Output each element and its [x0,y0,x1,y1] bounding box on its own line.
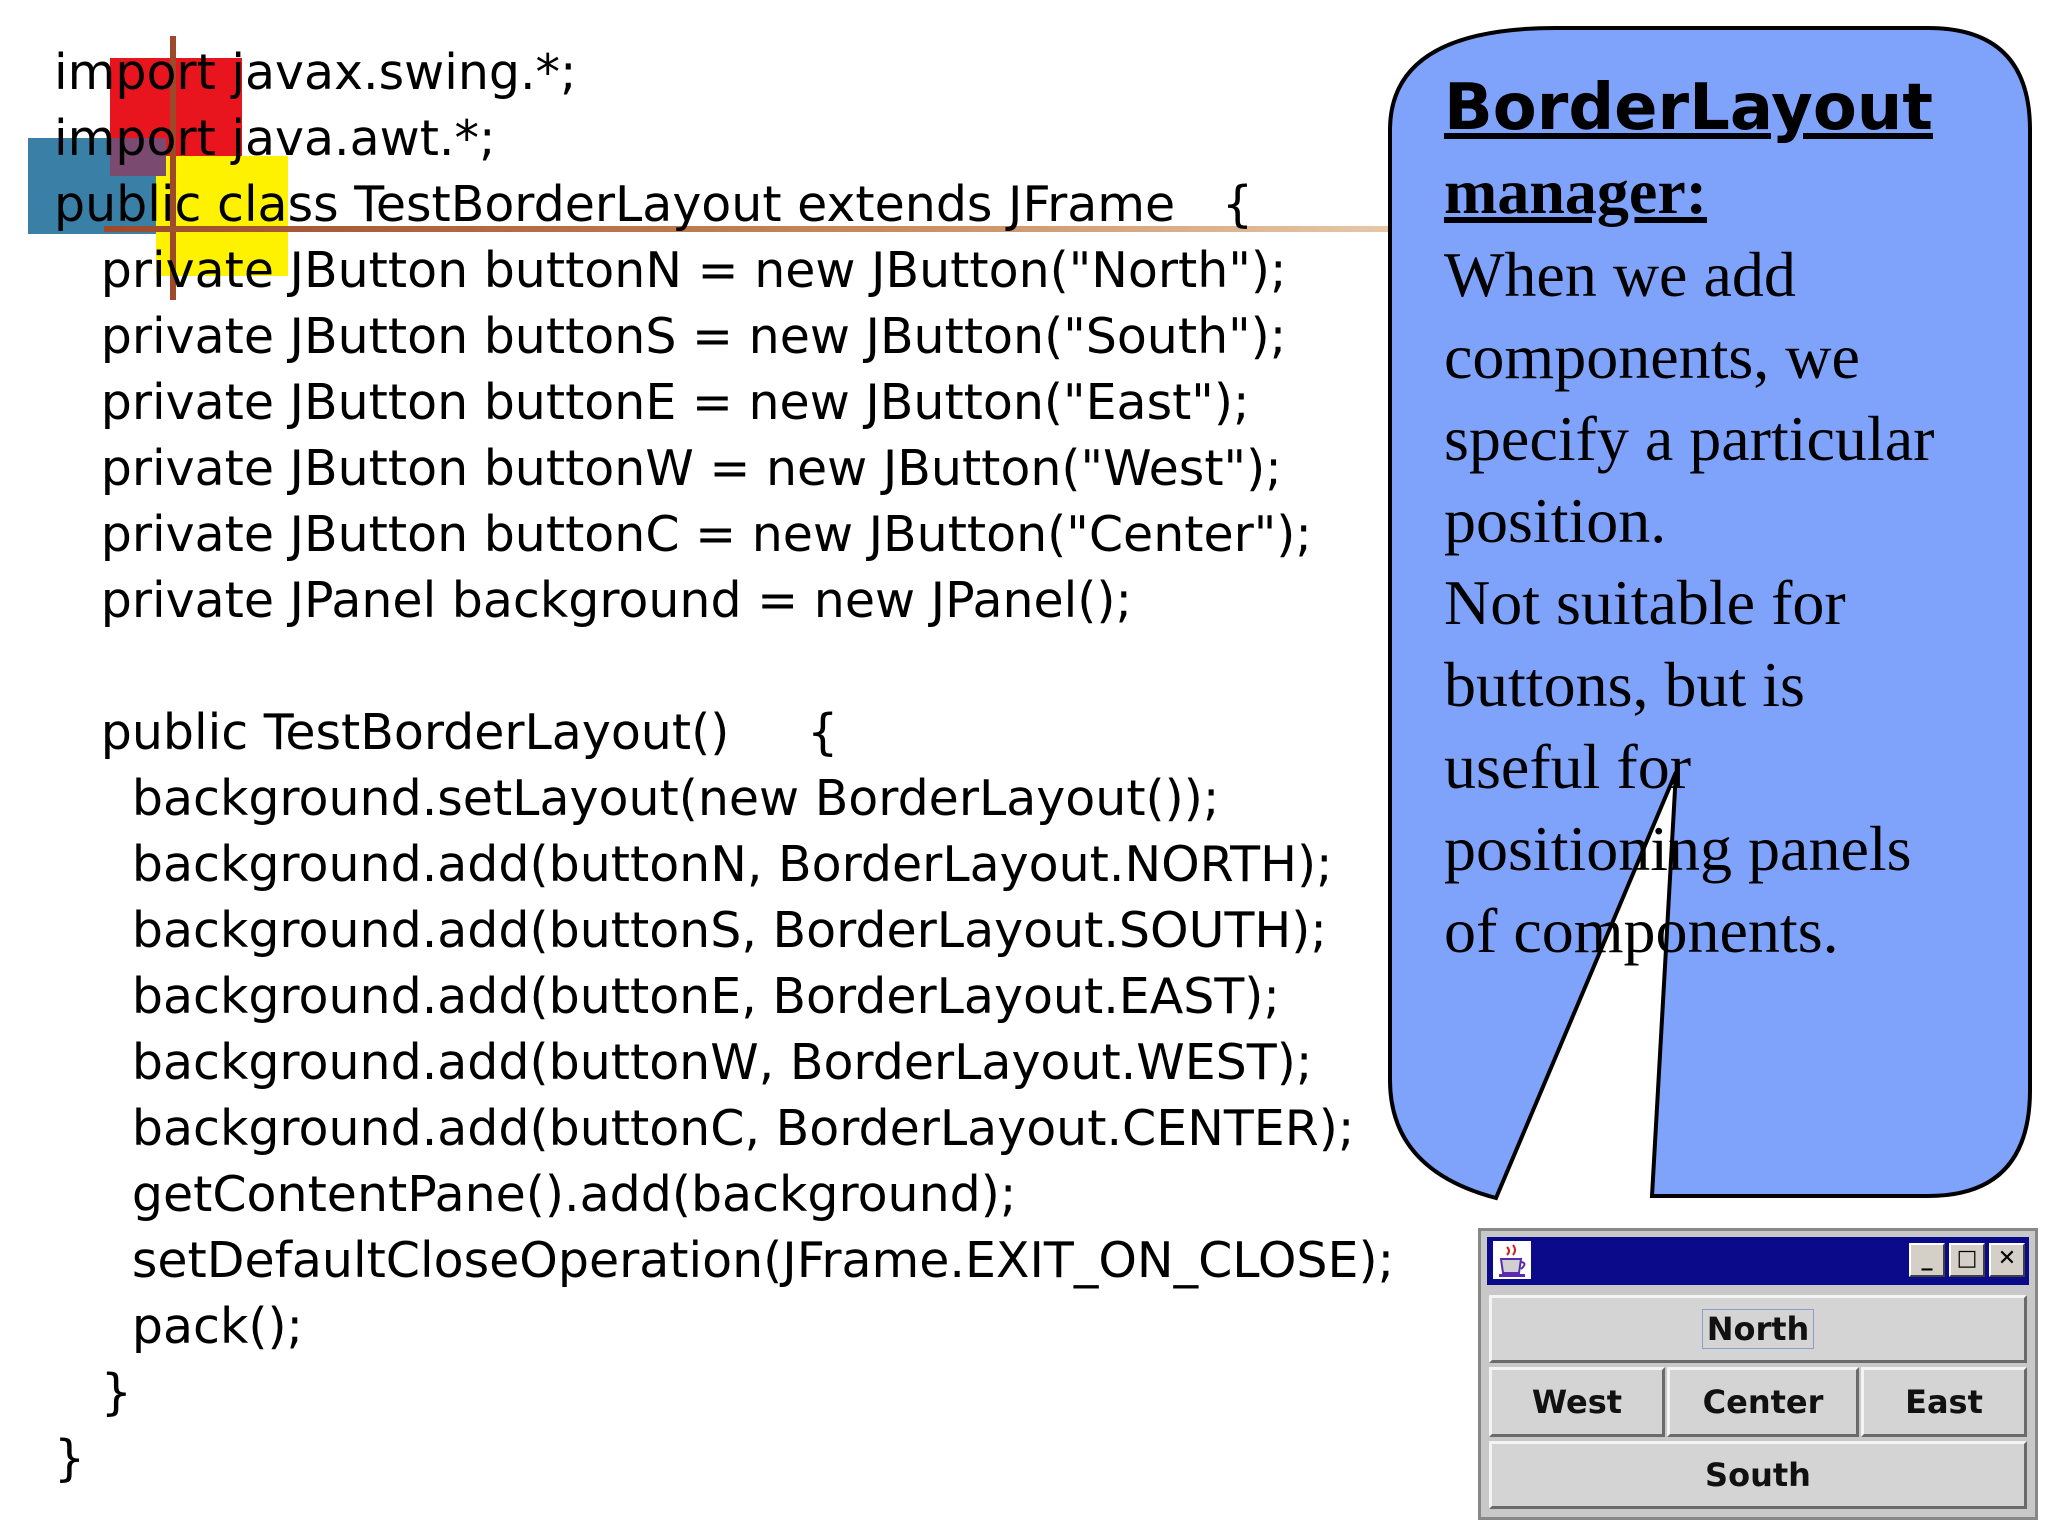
callout-line: positioning panels [1444,813,1912,884]
java-cup-icon[interactable] [1493,1241,1531,1279]
callout-line: components, we [1444,321,1860,392]
code-line: public TestBorderLayout() { [54,704,839,761]
callout-line: When we add [1444,239,1796,310]
deco-vertical-line [170,36,176,300]
code-line: background.setLayout(new BorderLayout())… [54,770,1220,827]
callout-subtitle: manager: [1444,156,1708,227]
window-titlebar[interactable]: _ □ ✕ [1487,1237,2029,1285]
callout-body: When we add components, we specify a par… [1444,234,2004,972]
west-button[interactable]: West [1489,1367,1665,1437]
code-line: public class TestBorderLayout extends JF… [54,176,1254,233]
minimize-button[interactable]: _ [1909,1243,1945,1277]
code-line: background.add(buttonW, BorderLayout.WES… [54,1034,1313,1091]
center-button-label: Center [1702,1383,1824,1421]
callout-line: buttons, but is [1444,649,1805,720]
east-button-label: East [1905,1383,1983,1421]
border-layout-window: _ □ ✕ North West Center East South [1478,1228,2038,1520]
north-button-label: North [1701,1309,1815,1349]
code-line: background.add(buttonE, BorderLayout.EAS… [54,968,1280,1025]
code-line [54,634,1394,700]
west-button-label: West [1531,1383,1623,1421]
code-line: background.add(buttonC, BorderLayout.CEN… [54,1100,1355,1157]
code-line: import java.awt.*; [54,110,496,167]
north-button[interactable]: North [1489,1295,2027,1363]
code-line: pack(); [54,1298,304,1355]
callout-line: of components. [1444,895,1839,966]
code-line: } [54,1430,86,1487]
code-line: background.add(buttonS, BorderLayout.SOU… [54,902,1327,959]
code-line: } [54,1364,132,1421]
deco-horizontal-line [104,226,1394,232]
south-button-label: South [1705,1456,1811,1494]
code-line: private JButton buttonC = new JButton("C… [54,506,1312,563]
callout-text: BorderLayout manager: When we add compon… [1444,66,2004,972]
callout-line: position. [1444,485,1667,556]
center-button[interactable]: Center [1667,1367,1859,1437]
code-line: private JPanel background = new JPanel()… [54,572,1133,629]
east-button[interactable]: East [1861,1367,2027,1437]
code-line: getContentPane().add(background); [54,1166,1017,1223]
south-button[interactable]: South [1489,1441,2027,1509]
code-listing: import javax.swing.*; import java.awt.*;… [54,40,1394,1492]
code-line: private JButton buttonS = new JButton("S… [54,308,1287,365]
deco-yellow-square [156,156,288,276]
deco-teal-overlap [110,138,166,176]
callout-title: BorderLayout [1444,71,1933,145]
code-line: private JButton buttonE = new JButton("E… [54,374,1250,431]
code-line: private JButton buttonW = new JButton("W… [54,440,1282,497]
code-line: private JButton buttonN = new JButton("N… [54,242,1287,299]
callout-line: Not suitable for [1444,567,1846,638]
code-line: setDefaultCloseOperation(JFrame.EXIT_ON_… [54,1232,1395,1289]
close-button[interactable]: ✕ [1989,1243,2025,1277]
callout-line: useful for [1444,731,1692,802]
callout-line: specify a particular [1444,403,1935,474]
maximize-button[interactable]: □ [1949,1243,1985,1277]
code-line: import javax.swing.*; [54,44,577,101]
code-line: background.add(buttonN, BorderLayout.NOR… [54,836,1333,893]
